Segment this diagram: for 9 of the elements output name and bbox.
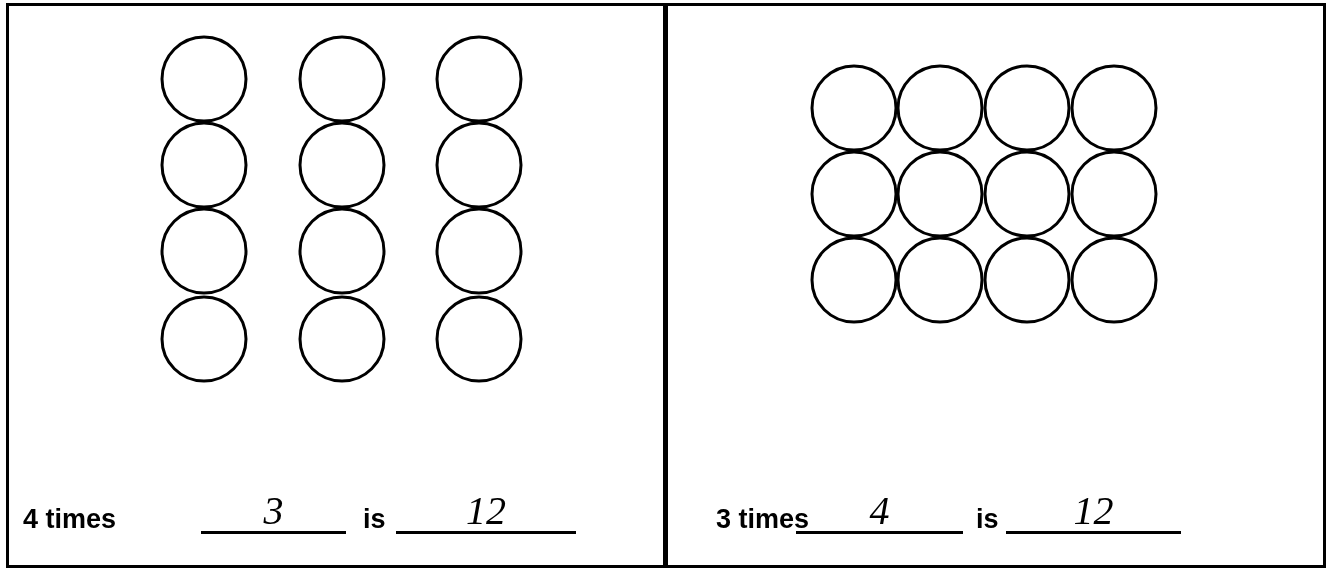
sentence-text: is bbox=[976, 506, 999, 533]
sentence-text: 4 times bbox=[23, 506, 117, 533]
panel bbox=[665, 3, 1326, 568]
sentence-text: 3 times bbox=[716, 506, 810, 533]
fill-in-line: 12 bbox=[396, 490, 576, 534]
sentence-text: is bbox=[363, 506, 386, 533]
fill-in-line: 3 bbox=[201, 490, 346, 534]
fill-in-line: 12 bbox=[1006, 490, 1181, 534]
panel bbox=[6, 3, 666, 568]
